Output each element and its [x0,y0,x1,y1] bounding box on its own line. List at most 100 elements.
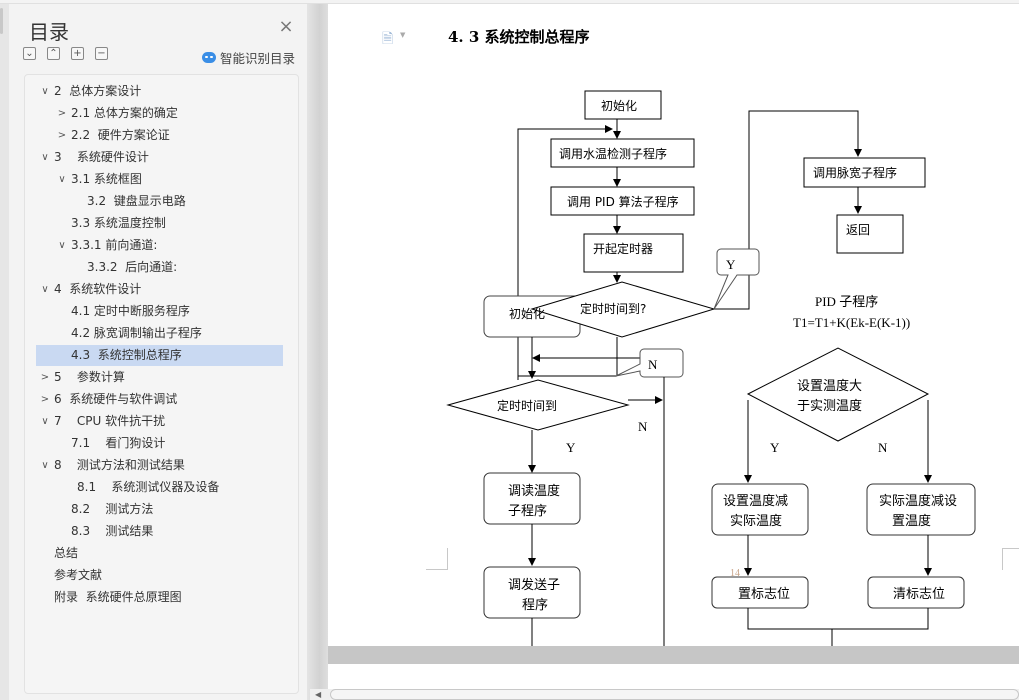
flow-text: T1=T1+K(Ek-E(K-1)) [793,315,910,330]
toc-item-label: 3 系统硬件设计 [54,150,149,164]
toc-item[interactable]: ∨ 3.3.1 前向通道: [25,235,295,256]
flow-text: 开起定时器 [593,241,653,256]
horizontal-scroll-thumb[interactable] [330,689,1019,700]
chevron-right-icon[interactable]: > [57,108,67,119]
chevron-down-icon[interactable]: ∨ [41,86,49,97]
toc-item[interactable]: 8.1 系统测试仪器及设备 [25,477,295,498]
toc-item[interactable]: 3.3.2 后向通道: [25,257,295,278]
flow-text: 调用 PID 算法子程序 [567,194,679,209]
toc-item[interactable]: ∨ 2 总体方案设计 [25,81,295,102]
toc-item-label: 3.1 系统框图 [71,172,142,186]
toc-item[interactable]: ∨ 3 系统硬件设计 [25,147,295,168]
toc-item-label: 3.3.1 前向通道: [71,238,158,252]
flow-text: PID 子程序 [815,294,878,309]
smart-toc-label: 智能识别目录 [220,51,296,66]
toc-item[interactable]: 3.3 系统温度控制 [25,213,295,234]
left-scroll-thumb[interactable] [0,8,3,34]
chevron-down-icon[interactable]: ∨ [41,152,49,163]
flow-text: 置温度 [892,513,931,529]
flow-text: 清标志位 [893,587,945,602]
toc-item[interactable]: >2.2 硬件方案论证 [25,125,295,146]
ai-icon [202,52,216,63]
toc-item[interactable]: 4.2 脉宽调制输出子程序 [25,323,295,344]
toc-title: 目录 [29,20,69,44]
toc-panel: 目录 × ⌄ ⌃ + − 智能识别目录 ∨ 2 总体方案设计 >2.1 总体方案的确… [9,4,307,700]
flow-text: 程序 [522,598,548,613]
horizontal-scrollbar[interactable]: ◀ [310,689,1019,700]
chevron-down-icon[interactable]: ∨ [58,174,66,185]
expand-all-button[interactable]: ⌃ [47,47,60,60]
chevron-down-icon[interactable]: ▼ [400,31,406,39]
flow-callout-yes [713,248,760,310]
toc-item[interactable]: 附录 系统硬件总原理图 [25,587,295,608]
toc-item-label: 8 测试方法和测试结果 [54,458,185,472]
toc-item[interactable]: 8.3 测试结果 [25,521,295,542]
toc-item[interactable]: 7.1 看门狗设计 [25,433,295,454]
add-level-button[interactable]: + [71,47,84,60]
flow-text: 于实测温度 [797,398,862,414]
flow-box-pid [550,186,695,216]
chevron-down-icon[interactable]: ∨ [58,240,66,251]
toc-item-label: 3.3 系统温度控制 [71,216,166,230]
chevron-right-icon[interactable]: > [57,130,67,141]
toc-item[interactable]: 8.2 测试方法 [25,499,295,520]
toc-item[interactable]: 4.1 定时中断服务程序 [25,301,295,322]
flow-text: 调发送子 [508,577,560,593]
flow-yes-line [714,110,862,310]
remove-level-button[interactable]: − [95,47,108,60]
toc-item[interactable]: 总结 [25,543,295,564]
smart-toc-button[interactable]: 智能识别目录 [202,48,295,67]
chevron-down-icon[interactable]: ∨ [41,284,49,295]
left-scroll-strip[interactable] [0,4,9,700]
flow-box-clear-flag [867,576,965,609]
crop-mark [1002,548,1019,570]
collapse-all-button[interactable]: ⌄ [23,47,36,60]
flow-text: Y [566,440,576,455]
toc-item[interactable]: 3.2 键盘显示电路 [25,191,295,212]
flow-text: 定时时间到 [497,398,557,413]
toc-item-label: 2 总体方案设计 [54,84,142,98]
toc-item-label: 4.3 系统控制总程序 [71,348,182,362]
toc-toolbar: ⌄ ⌃ + − [23,47,108,60]
toc-item-label: 2.1 总体方案的确定 [71,106,178,120]
flow-text: Y [770,440,780,455]
next-page [328,664,1019,689]
flow-box-actual-minus-set [866,483,976,536]
toc-item[interactable]: 4.3 系统控制总程序 [36,345,283,366]
flow-text: 调读温度 [508,483,560,499]
chevron-down-icon[interactable]: ∨ [41,416,49,427]
flow-decision-compare [746,347,930,442]
flow-box-start-timer [583,233,684,273]
flow-decision-timer [446,379,630,431]
scroll-left-icon[interactable]: ◀ [315,690,322,699]
flow-box-set-flag [711,576,809,609]
toc-item[interactable]: ∨ 4 系统软件设计 [25,279,295,300]
toc-item[interactable]: >2.1 总体方案的确定 [25,103,295,124]
flow-box-water-temp [550,138,695,168]
toc-item-label: 7.1 看门狗设计 [71,436,166,450]
toc-item[interactable]: ∨ 7 CPU 软件抗干扰 [25,411,295,432]
flow-text: 调用脉宽子程序 [813,165,897,180]
toc-item[interactable]: >6 系统硬件与软件调试 [25,389,295,410]
toc-item[interactable]: ∨ 8 测试方法和测试结果 [25,455,295,476]
flowchart: 初始化 调用水温检测子程序 调用 PID 算法子程序 开起定时器 初始化 定时时… [446,90,976,646]
panel-splitter[interactable] [307,4,328,700]
toc-item[interactable]: ∨ 3.1 系统框图 [25,169,295,190]
toc-item-label: 附录 系统硬件总原理图 [54,590,182,604]
toc-item-label: 4 系统软件设计 [54,282,142,296]
flow-text: 调用水温检测子程序 [559,146,667,161]
toc-item-label: 7 CPU 软件抗干扰 [54,414,166,428]
document-icon[interactable]: 🗎 [382,31,394,47]
toc-item[interactable]: 参考文献 [25,565,295,586]
chevron-down-icon[interactable]: ∨ [41,460,49,471]
chevron-right-icon[interactable]: > [40,394,50,405]
toc-item-label: 4.2 脉宽调制输出子程序 [71,326,202,340]
chevron-right-icon[interactable]: > [40,372,50,383]
toc-item-label: 参考文献 [54,568,103,582]
toc-item-label: 3.3.2 后向通道: [87,260,178,274]
flow-callout-no [615,348,684,378]
toc-item-label: 6 系统硬件与软件调试 [54,392,178,406]
flow-text: 初始化 [601,99,637,113]
toc-item[interactable]: >5 参数计算 [25,367,295,388]
close-icon[interactable]: × [278,16,294,37]
